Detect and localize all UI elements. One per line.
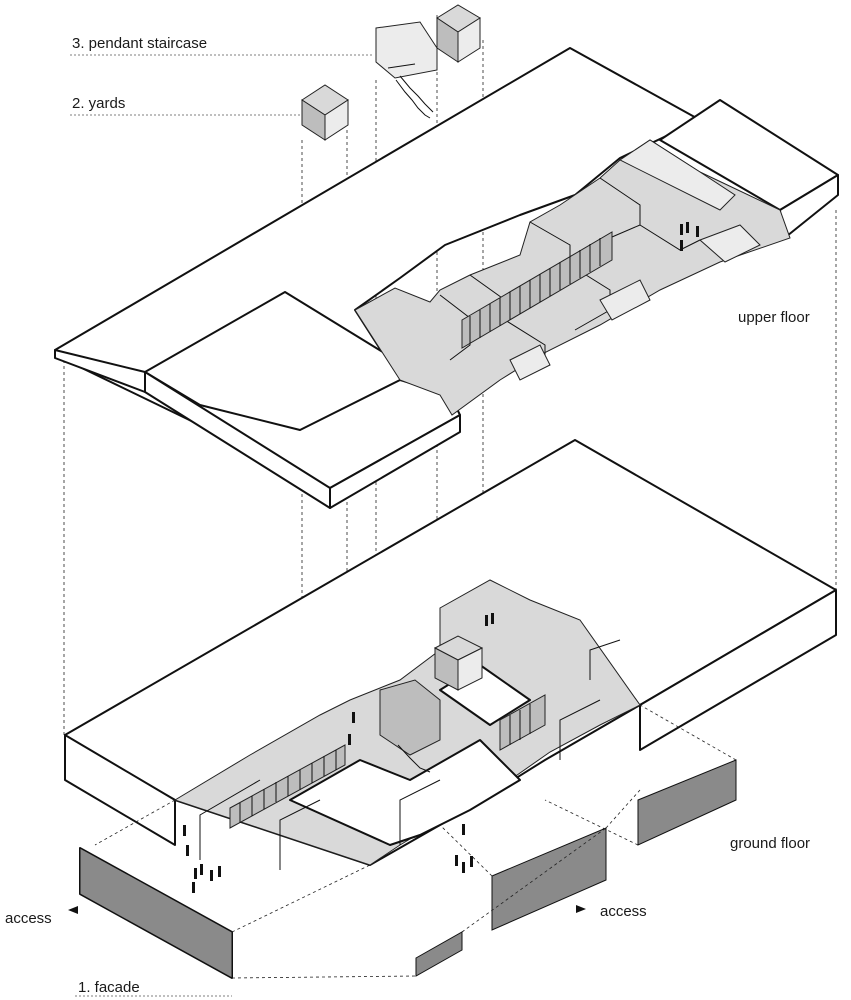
ground-slats	[229, 694, 546, 829]
ground-floor	[64, 439, 837, 893]
facade-screens	[79, 704, 737, 979]
people-ground	[183, 613, 494, 893]
label-yards: 2. yards	[72, 95, 125, 112]
people-upper	[680, 222, 699, 251]
label-upper-floor: upper floor	[738, 309, 810, 326]
upper-floor	[54, 47, 839, 509]
label-access-left: access	[5, 910, 52, 927]
access-left-arrow-icon	[68, 906, 78, 914]
label-access-right: access	[600, 903, 647, 920]
label-ground-floor: ground floor	[730, 835, 810, 852]
staircase-box	[375, 4, 481, 119]
label-pendant-staircase: 3. pendant staircase	[72, 35, 207, 52]
yard-box	[301, 84, 349, 141]
access-right-arrow-icon	[576, 905, 586, 913]
upper-slats	[461, 231, 613, 349]
label-facade: 1. facade	[78, 979, 140, 996]
